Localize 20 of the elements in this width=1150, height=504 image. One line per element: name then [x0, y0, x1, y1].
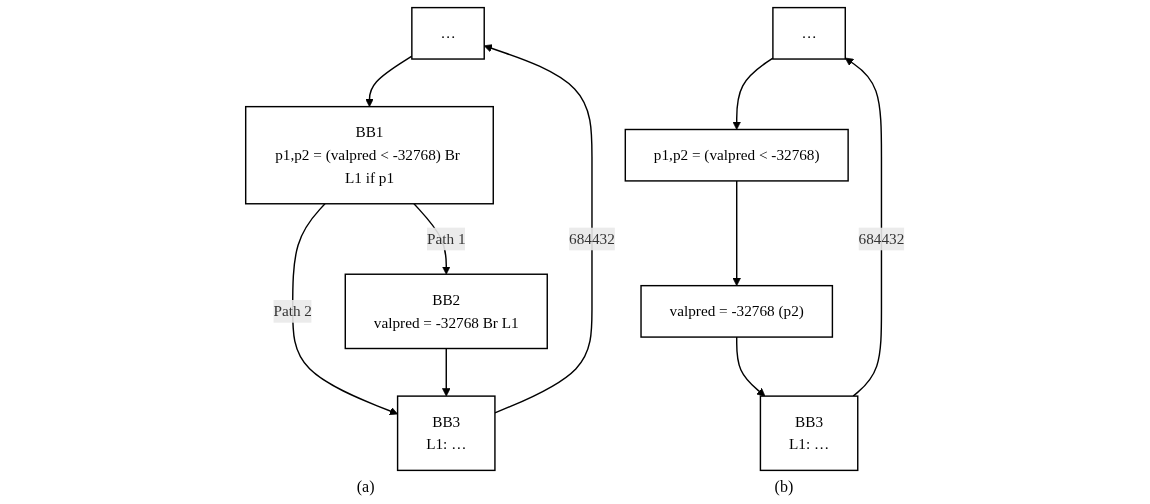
edge-label: 684432	[569, 230, 615, 247]
arrow	[291, 203, 398, 416]
arrow	[844, 57, 883, 397]
figure-label: (a)	[356, 478, 375, 498]
node-box: valpred = -32768 (p2)	[640, 284, 834, 338]
node-box: BB2 valpred = -32768 Br L1	[344, 273, 548, 350]
node-box: …	[772, 6, 846, 60]
edge-label: Path 1	[427, 230, 466, 247]
node-box: BB3 L1: …	[759, 395, 859, 472]
arrow	[442, 347, 451, 397]
edge-label: Path 2	[273, 302, 312, 319]
arrow	[736, 336, 766, 397]
node-box: BB1 p1,p2 = (valpred < -32768) Br L1 if p1	[244, 105, 494, 205]
node-box: p1,p2 = (valpred < -32768)	[624, 128, 849, 182]
figure-label: (b)	[774, 478, 794, 498]
node-box: BB3 L1: …	[396, 395, 496, 472]
arrow	[732, 180, 741, 287]
arrow	[732, 57, 774, 130]
node-box: …	[411, 6, 485, 60]
edge-label: 684432	[858, 230, 905, 247]
